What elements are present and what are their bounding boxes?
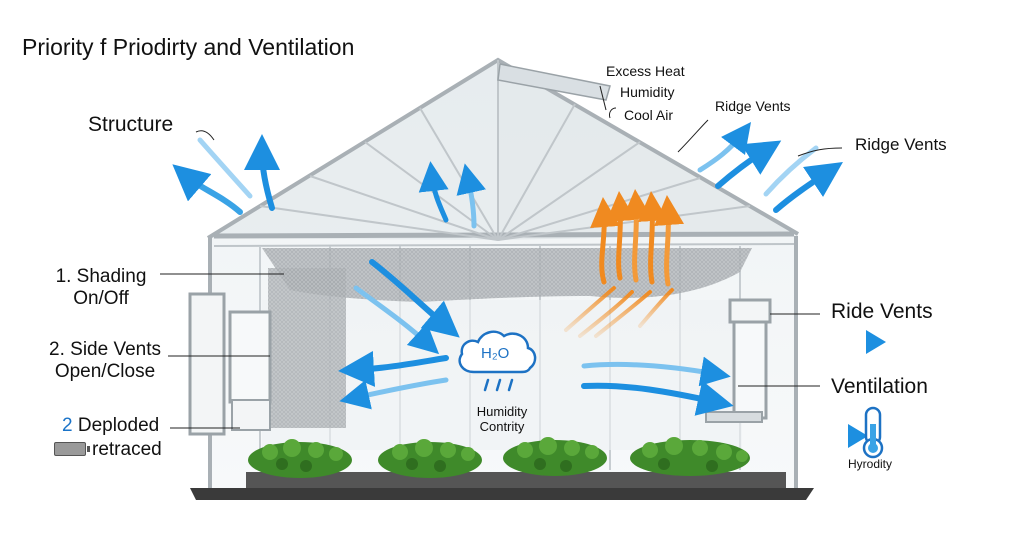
left-side-vent [188, 292, 272, 436]
ventilation-label: Ventilation [831, 375, 928, 398]
airflow-arrows [172, 122, 886, 448]
shading-title: 1. Shading [55, 266, 147, 287]
deployed-label: 2 Deploded [62, 415, 159, 437]
humidity-control-line1: Humidity [476, 404, 528, 419]
shading-label: 1. Shading On/Off [46, 266, 156, 310]
cloud-h2o-icon [458, 330, 537, 392]
hyrodity-label: Hyrodity [848, 457, 893, 471]
shading-screen [262, 248, 752, 428]
side-vents-label: 2. Side Vents Open/Close [40, 339, 170, 383]
excess-heat-label: Excess Heat [606, 63, 685, 79]
right-side-vent [705, 298, 772, 423]
shading-state: On/Off [73, 288, 129, 309]
side-vents-title: 2. Side Vents [49, 339, 161, 360]
page-title: Priority f Priodirty and Ventilation [22, 34, 355, 60]
structure-label: Structure [88, 113, 174, 136]
deployed-text: Deploded [77, 415, 160, 436]
thermometer-icon [862, 406, 884, 459]
deployed-number: 2 [62, 415, 73, 436]
humidity-control-line2: Contrity [479, 419, 525, 434]
humidity-top-label: Humidity [620, 84, 675, 100]
side-vents-state: Open/Close [54, 361, 156, 382]
ridge-vents-label-1: Ridge Vents [715, 98, 791, 114]
h2o-label: H₂O [481, 345, 510, 362]
leader-lines [160, 85, 843, 429]
ridge-vents-label-2: Ridge Vents [855, 135, 947, 154]
battery-icon [54, 442, 90, 456]
greenhouse-base [190, 472, 814, 500]
plant-beds [248, 437, 750, 478]
heat-arrows [564, 189, 685, 338]
cool-air-label: Cool Air [624, 107, 674, 123]
retracted-label: retraced [92, 439, 162, 460]
humidity-control-label: Humidity Contrity [462, 404, 542, 434]
ride-vents-label: Ride Vents [831, 300, 933, 323]
